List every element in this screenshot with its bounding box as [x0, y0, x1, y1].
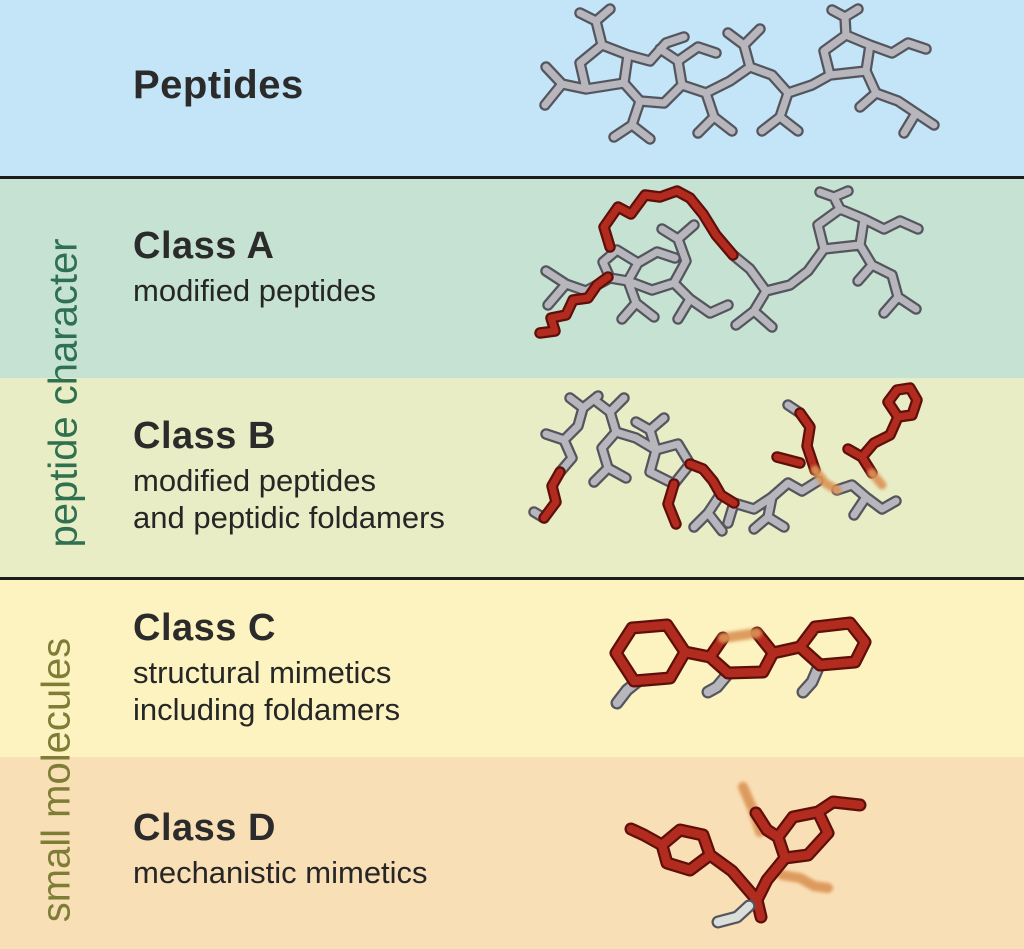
class-a-subtitle-line: modified peptides — [133, 273, 376, 308]
class-a-modified-peptide-stick-model-icon — [534, 185, 924, 339]
class-c-red-tri-ring-foldamer-icon — [609, 616, 872, 710]
gray-peptide-stick-model-icon — [539, 3, 940, 145]
class-a-title: Class A — [133, 225, 275, 267]
class-c-subtitle-line: structural mimetics — [133, 655, 392, 690]
row-class-d-text: Class D mechanistic mimetics — [133, 806, 428, 891]
class-b-peptidic-foldamer-stick-model-icon — [528, 382, 923, 537]
class-b-title: Class B — [133, 415, 276, 457]
row-class-b-text: Class B modified peptides and peptidic f… — [133, 414, 445, 536]
row-class-c-text: Class C structural mimetics including fo… — [133, 606, 400, 728]
band-class-d — [0, 757, 1024, 949]
band-class-b — [0, 378, 1024, 580]
row-peptides-text: Peptides — [133, 62, 304, 108]
row-class-a-text: Class A modified peptides — [133, 224, 376, 309]
vertical-label-peptide-character: peptide character — [41, 238, 86, 548]
class-c-subtitle-line: including foldamers — [133, 692, 401, 727]
band-peptides — [0, 0, 1024, 179]
class-d-subtitle-line: mechanistic mimetics — [133, 855, 428, 890]
class-b-subtitle-line: modified peptides — [133, 463, 376, 498]
vertical-label-small-molecules: small molecules — [34, 637, 79, 923]
class-b-subtitle-line: and peptidic foldamers — [133, 500, 445, 535]
class-d-title: Class D — [133, 807, 276, 849]
class-c-title: Class C — [133, 607, 276, 649]
peptides-title: Peptides — [133, 63, 304, 107]
class-d-red-small-molecule-icon — [624, 782, 867, 929]
